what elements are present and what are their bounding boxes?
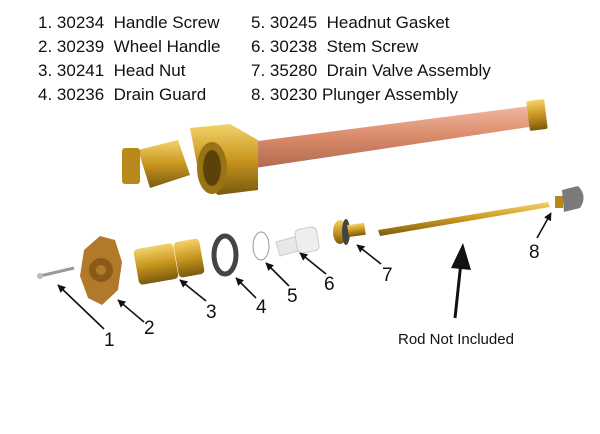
callout-1: 1 [104,330,115,351]
parts-list-right: 5. 30245 Headnut Gasket 6. 30238 Stem Sc… [251,11,491,107]
callout-6: 6 [324,274,335,295]
head-nut-part [133,238,205,285]
faucet-body [122,99,548,195]
rod-not-included-note: Rod Not Included [398,331,514,348]
callout-8: 8 [529,242,540,263]
arrow-2 [117,299,145,323]
part-item-8: 8. 30230 Plunger Assembly [251,85,459,104]
handle-screw-part [37,266,75,279]
arrow-3 [179,279,207,302]
drain-guard-part [211,233,239,277]
arrow-5 [265,262,290,287]
callout-5: 5 [287,286,298,307]
callout-arrows [57,212,552,330]
wheel-handle-part [80,236,122,305]
parts-list-left: 1. 30234 Handle Screw 2. 30239 Wheel Han… [38,11,220,107]
arrow-1 [57,284,105,330]
rod [378,202,550,236]
part-item-5: 5. 30245 Headnut Gasket [251,13,450,32]
part-item-4: 4. 30236 Drain Guard [38,85,207,104]
part-item-3: 3. 30241 Head Nut [38,61,186,80]
stem-screw-part [275,226,320,257]
arrow-8 [536,212,552,239]
drain-valve-part [333,219,366,245]
rod-arrow [451,243,471,319]
part-item-7: 7. 35280 Drain Valve Assembly [251,61,491,80]
part-item-1: 1. 30234 Handle Screw [38,13,220,32]
callout-3: 3 [206,302,217,323]
part-item-2: 2. 30239 Wheel Handle [38,37,221,56]
callout-7: 7 [382,265,393,286]
callout-4: 4 [256,297,267,318]
plunger-assembly-part [555,186,584,212]
arrow-7 [356,244,382,265]
callout-2: 2 [144,318,155,339]
arrow-6 [299,252,327,275]
headnut-gasket-part [252,231,270,261]
part-item-6: 6. 30238 Stem Screw [251,37,419,56]
arrow-4 [235,277,257,299]
